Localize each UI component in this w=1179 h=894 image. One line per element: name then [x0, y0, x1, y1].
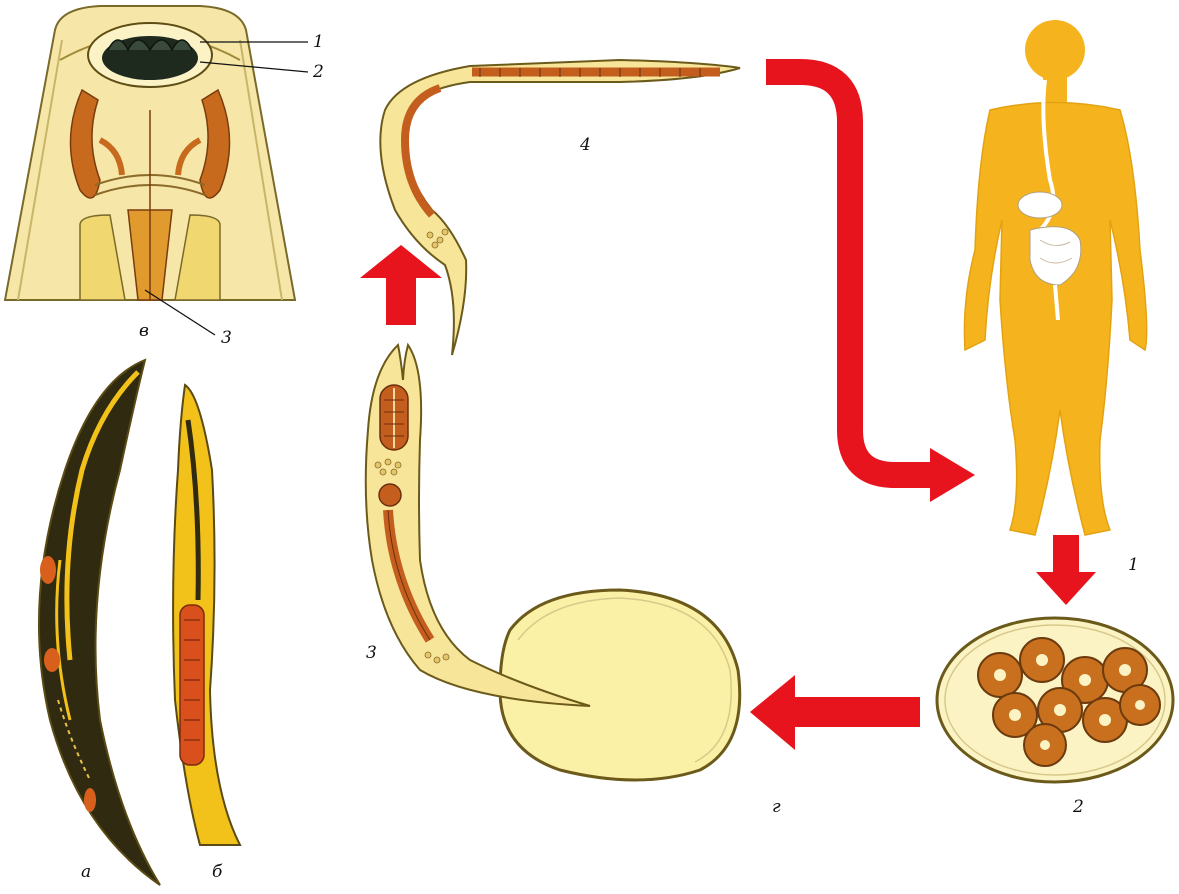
human-host-illustration — [964, 20, 1146, 535]
arrow-left-head — [750, 675, 795, 750]
arrow-up-shaft — [386, 270, 416, 325]
hatched-egg — [500, 590, 740, 780]
filariform-larva — [380, 60, 740, 355]
head-end-illustration — [5, 6, 295, 300]
head-panel-letter: в — [139, 321, 149, 341]
stage-label-3: 3 — [366, 643, 377, 663]
hatched-egg-letter: г — [772, 797, 781, 817]
arrow-down-shaft — [1053, 535, 1079, 575]
male-worm-letter: б — [212, 862, 223, 882]
stage-label-2: 2 — [1072, 797, 1084, 817]
arrow-left-shaft — [790, 697, 920, 727]
egg-with-blastomeres — [937, 618, 1173, 782]
arrow-down-head — [1036, 572, 1096, 605]
male-worm — [173, 385, 240, 845]
callout-label-2: 2 — [312, 62, 324, 82]
arrow-to-host-head — [930, 448, 975, 502]
stage-label-1: 1 — [1128, 555, 1139, 575]
female-worm-letter: а — [81, 862, 91, 882]
arrow-to-host — [766, 72, 935, 475]
female-worm — [39, 360, 160, 885]
callout-label-1: 1 — [313, 32, 324, 52]
stage-label-4: 4 — [579, 135, 591, 155]
callout-label-3: 3 — [221, 328, 232, 348]
